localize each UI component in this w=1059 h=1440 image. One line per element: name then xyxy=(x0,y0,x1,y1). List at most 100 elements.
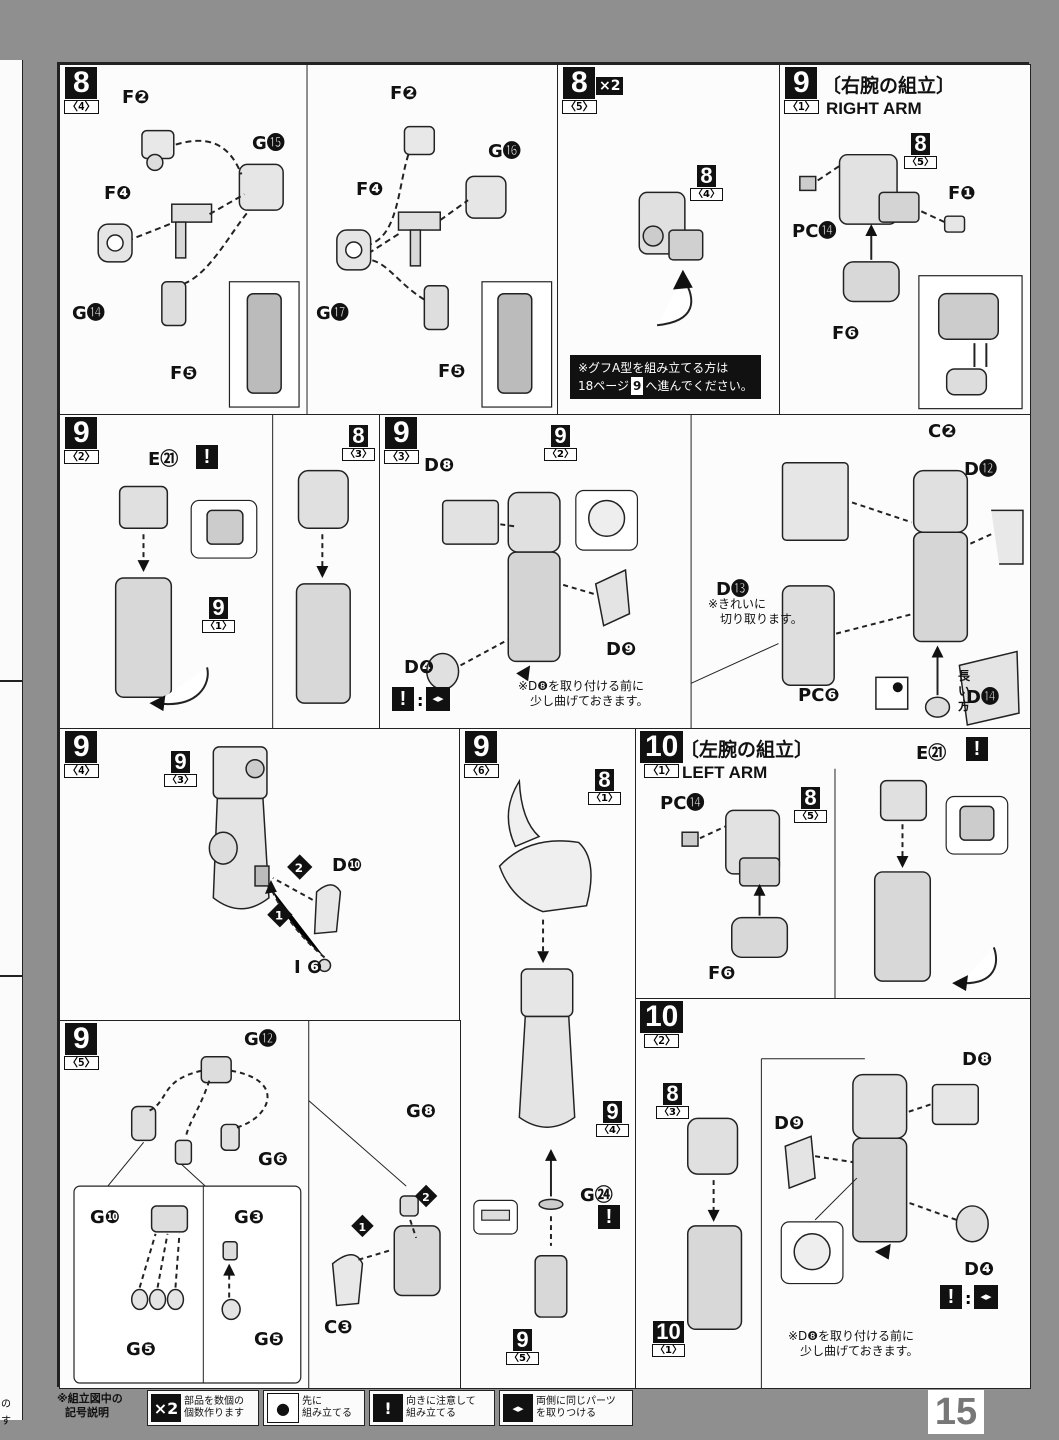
part-label: E㉑ xyxy=(148,449,179,470)
step-sub-number: 〈4〉 xyxy=(64,764,99,778)
ref-step-number: 8 xyxy=(801,787,820,809)
part-label: G⓱ xyxy=(316,303,349,324)
note-line: 18ページ xyxy=(578,379,630,393)
ref-step-number: 8 xyxy=(595,769,614,791)
step-number-10-1: 10 〈1〉 xyxy=(640,731,684,778)
step-10-1-illustration xyxy=(681,768,1009,999)
multiplier-badge: ×2 xyxy=(596,77,624,95)
orientation-warning-icon: ! xyxy=(940,1285,962,1309)
legend-title: ※組立図中の 記号説明 xyxy=(57,1392,123,1420)
part-label: G⓰ xyxy=(488,141,521,162)
ref-step-sub: 〈3〉 xyxy=(342,448,375,461)
reference-step-8-5: 8 〈5〉 xyxy=(794,787,827,823)
ref-step-number: 9 xyxy=(551,425,570,447)
ref-step-number: 9 xyxy=(171,751,190,773)
edge-text: の xyxy=(1,1399,11,1410)
step-number-9-2: 9 〈2〉 xyxy=(64,417,99,464)
legend-title-line: 記号説明 xyxy=(65,1406,109,1419)
step-9-4-illustration: 2 1 xyxy=(208,746,342,973)
step-number-9-1: 9 〈1〉 xyxy=(784,67,819,114)
both-sides-icon: ◂▸ xyxy=(974,1285,998,1309)
note-line: へ進んでください。 xyxy=(645,379,753,393)
part-label: D⓮ xyxy=(966,687,999,708)
step-10-2-illustration xyxy=(687,1058,989,1388)
reference-step-10-1: 10 〈1〉 xyxy=(652,1321,685,1357)
ref-step-sub: 〈3〉 xyxy=(656,1106,689,1119)
step-number-9-3: 9 〈3〉 xyxy=(384,417,419,464)
reference-step-8-3: 8 〈3〉 xyxy=(656,1083,689,1119)
step-8-4-illustration xyxy=(97,65,553,415)
part-label: D❹ xyxy=(404,657,435,678)
symbol-legend: ※組立図中の 記号説明 ×2 部品を数個の個数作ります ● 先に組み立てる ! … xyxy=(57,1390,707,1430)
panel-step-10-2: 10 〈2〉 8 〈3〉 10 〈1〉 D❽ D❾ D❹ ! : ◂▸ ※D❽を… xyxy=(635,998,1031,1389)
note-line: 切り取ります。 xyxy=(720,612,803,626)
section-title-en: RIGHT ARM xyxy=(826,99,922,118)
part-label: G⓯ xyxy=(252,133,285,154)
panel-step-9-5: 1 2 9 〈5〉 G⓬ G❻ G❽ G❿ G❸ C❸ G❺ G❺ xyxy=(59,1020,461,1389)
step-sub-number: 〈1〉 xyxy=(644,764,679,778)
part-label: PC⓮ xyxy=(792,221,837,242)
step-number-9-5: 9 〈5〉 xyxy=(64,1023,99,1070)
reference-step-9-4: 9 〈4〉 xyxy=(596,1101,629,1137)
part-label: G⓮ xyxy=(72,303,105,324)
ref-step-sub: 〈1〉 xyxy=(588,792,621,805)
svg-text:1: 1 xyxy=(275,909,283,923)
part-label: F❹ xyxy=(356,179,384,200)
section-title-ja: 〔右腕の組立〕 xyxy=(822,75,956,97)
reference-step-9-2: 9 〈2〉 xyxy=(544,425,577,461)
step-sub-number: 〈3〉 xyxy=(384,450,419,464)
legend-title-line: ※組立図中の xyxy=(57,1392,123,1405)
step-sub-number: 〈4〉 xyxy=(64,100,99,114)
part-label: F❻ xyxy=(708,963,736,984)
reference-step-9-5: 9 〈5〉 xyxy=(506,1329,539,1365)
legend-item-both-sides: ◂▸ 両側に同じパーツを取りつける xyxy=(499,1390,633,1426)
part-label: G❽ xyxy=(406,1101,437,1122)
ref-step-sub: 〈1〉 xyxy=(202,620,235,633)
bend-note: ※D❽を取り付ける前に 少し曲げておきます。 xyxy=(788,1329,918,1359)
orientation-warning-icon: ! xyxy=(598,1205,620,1229)
part-label: PC❻ xyxy=(798,685,840,706)
orientation-warning-icon: ! xyxy=(196,445,218,469)
orientation-warning-icon: ! xyxy=(966,737,988,761)
svg-text:2: 2 xyxy=(422,1191,430,1204)
reference-step-8-5: 8 〈5〉 xyxy=(904,133,937,169)
step-number: 9 xyxy=(785,67,818,99)
reference-step-9-3: 9 〈3〉 xyxy=(164,751,197,787)
part-label: F❷ xyxy=(122,87,150,108)
panel-step-9-2: 9 〈2〉 E㉑ ! 9 〈1〉 8 〈3〉 xyxy=(59,414,381,730)
legend-text: 個数作ります xyxy=(184,1408,244,1419)
ref-step-number: 8 xyxy=(697,165,716,187)
panel-step-9-6: 9 〈6〉 8 〈1〉 9 〈4〉 G㉔ ! 9 〈5〉 xyxy=(459,728,637,1389)
panel-step-9-3: 9 〈3〉 9 〈2〉 D❽ D❾ D❹ ! : ◂▸ ※D❽を取り付ける前に … xyxy=(379,414,1031,730)
pre-assembly-icon: ● xyxy=(267,1393,299,1423)
step-number-9-4: 9 〈4〉 xyxy=(64,731,99,778)
part-label: D⓬ xyxy=(964,459,997,480)
legend-text: を取りつける xyxy=(536,1408,597,1419)
multiply-icon: ×2 xyxy=(151,1394,181,1422)
section-title-en: LEFT ARM xyxy=(682,763,768,782)
orientation-warning-icon: ! xyxy=(392,687,414,711)
reference-step-8-4: 8 〈4〉 xyxy=(690,165,723,201)
legend-item-orientation: ! 向きに注意して組み立てる xyxy=(369,1390,495,1426)
both-sides-icon: ◂▸ xyxy=(503,1394,533,1422)
part-label: PC⓮ xyxy=(660,793,705,814)
part-label: G❿ xyxy=(90,1207,121,1228)
warning-icon: ! xyxy=(373,1394,403,1422)
part-label: F❺ xyxy=(170,363,198,384)
svg-text:2: 2 xyxy=(295,861,303,875)
ref-step-sub: 〈1〉 xyxy=(652,1344,685,1357)
reference-step-8-3: 8 〈3〉 xyxy=(342,425,375,461)
note-line: 少し曲げておきます。 xyxy=(530,694,649,708)
ref-step-sub: 〈5〉 xyxy=(506,1352,539,1365)
legend-text: 先に xyxy=(302,1396,322,1407)
step-sub-number: 〈2〉 xyxy=(64,450,99,464)
step-sub-number: 〈5〉 xyxy=(64,1056,99,1070)
svg-text:1: 1 xyxy=(358,1221,366,1234)
ref-step-sub: 〈5〉 xyxy=(794,810,827,823)
part-label: C❷ xyxy=(928,421,957,442)
legend-text: 組み立てる xyxy=(406,1408,456,1419)
part-label: G❻ xyxy=(258,1149,289,1170)
note-step-ref: 9 xyxy=(631,377,644,395)
